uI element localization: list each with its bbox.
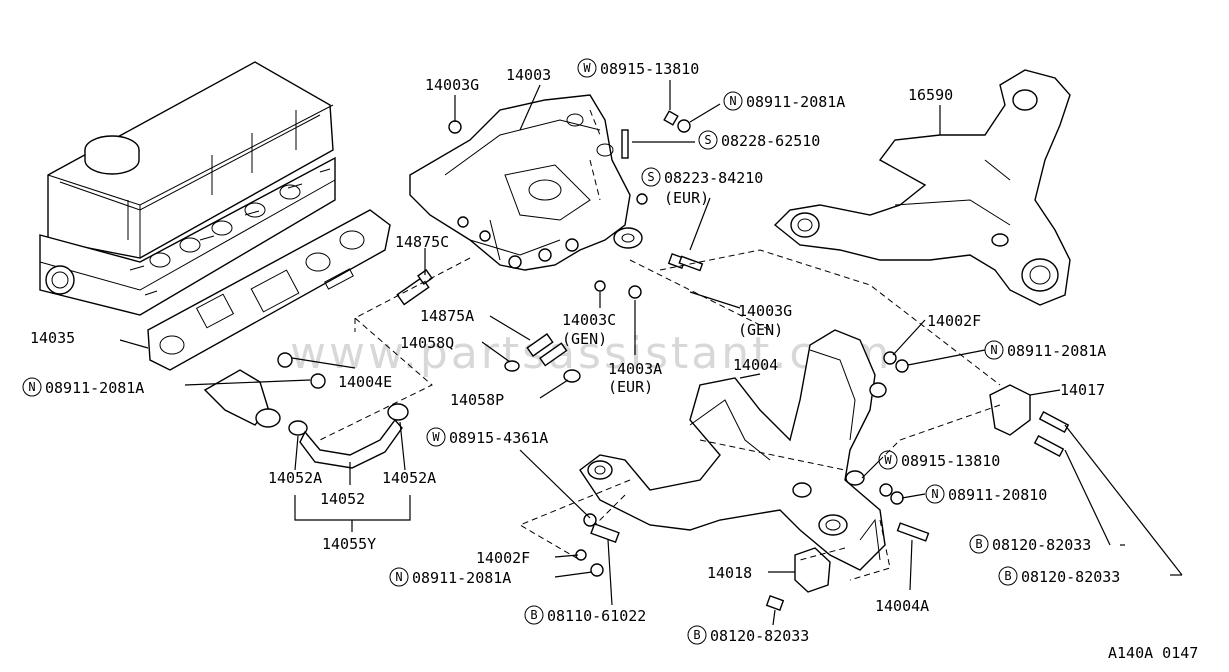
prefix-circle-n-left: N <box>22 377 42 397</box>
svg-text:S: S <box>704 133 711 147</box>
prefix-circle-w-right: W <box>878 450 898 470</box>
label-14003a[interactable]: 14003A <box>608 360 662 378</box>
prefix-circle-n-bottom: N <box>389 567 409 587</box>
label-gen-1: (GEN) <box>738 321 783 339</box>
label-08911-20810[interactable]: 08911-20810 <box>948 486 1047 504</box>
svg-text:W: W <box>884 453 892 467</box>
svg-text:N: N <box>729 94 736 108</box>
svg-text:N: N <box>990 343 997 357</box>
prefix-circle-b-r2: B <box>998 566 1018 586</box>
figure-code: A140A 0147 <box>1108 644 1198 662</box>
intake-manifold-drawing <box>409 94 648 271</box>
watermark-text: www.partsassistant.com <box>290 328 892 379</box>
label-14055y[interactable]: 14055Y <box>322 535 376 553</box>
prefix-circle-n-right-2: N <box>925 484 945 504</box>
heat-shield-drawing <box>773 69 1071 306</box>
label-14003g-top[interactable]: 14003G <box>425 76 479 94</box>
svg-text:B: B <box>1004 569 1011 583</box>
label-14002f-right[interactable]: 14002F <box>927 312 981 330</box>
bracket-drawing <box>989 384 1070 458</box>
label-08915-13810-right[interactable]: 08915-13810 <box>901 452 1000 470</box>
label-14002f-bottom[interactable]: 14002F <box>476 549 530 567</box>
label-14035[interactable]: 14035 <box>30 329 75 347</box>
label-08911-2081a-right[interactable]: 08911-2081A <box>1007 342 1106 360</box>
svg-text:S: S <box>647 170 654 184</box>
label-08915-4361a[interactable]: 08915-4361A <box>449 429 548 447</box>
svg-text:N: N <box>931 487 938 501</box>
svg-text:W: W <box>432 430 440 444</box>
label-08911-2081a-left[interactable]: 08911-2081A <box>45 379 144 397</box>
label-14003c[interactable]: 14003C <box>562 311 616 329</box>
stud-parts <box>575 351 930 611</box>
intake-fasteners <box>594 110 704 299</box>
label-16590[interactable]: 16590 <box>908 86 953 104</box>
label-08110-61022[interactable]: 08110-61022 <box>547 607 646 625</box>
label-14018[interactable]: 14018 <box>707 564 752 582</box>
label-14003g-mid[interactable]: 14003G <box>738 302 792 320</box>
label-14004[interactable]: 14004 <box>733 356 778 374</box>
prefix-circle-b-bottom: B <box>687 625 707 645</box>
prefix-circle-n-right: N <box>984 340 1004 360</box>
label-14004e[interactable]: 14004E <box>338 373 392 391</box>
prefix-circle-w-mid: W <box>426 427 446 447</box>
label-08223-84210[interactable]: 08223-84210 <box>664 169 763 187</box>
prefix-circle-s-2: S <box>641 167 661 187</box>
svg-text:B: B <box>975 537 982 551</box>
cylinder-head-drawing <box>39 61 336 316</box>
label-eur-1: (EUR) <box>664 189 709 207</box>
prefix-circle-n-top: N <box>723 91 743 111</box>
svg-text:W: W <box>583 61 591 75</box>
label-14052a-right[interactable]: 14052A <box>382 469 436 487</box>
svg-text:B: B <box>530 608 537 622</box>
prefix-circle-w-top: W <box>577 58 597 78</box>
prefix-circle-b-r1: B <box>969 534 989 554</box>
svg-text:N: N <box>395 570 402 584</box>
label-08120-82033-r1[interactable]: 08120-82033 <box>992 536 1091 554</box>
exhaust-manifold-drawing <box>579 329 887 571</box>
svg-text:B: B <box>693 628 700 642</box>
label-14017[interactable]: 14017 <box>1060 381 1105 399</box>
prefix-circle-s-1: S <box>698 130 718 150</box>
label-gen-2: (GEN) <box>562 330 607 348</box>
label-08911-2081a-bottom[interactable]: 08911-2081A <box>412 569 511 587</box>
label-08120-82033-r2[interactable]: 08120-82033 <box>1021 568 1120 586</box>
svg-text:N: N <box>28 380 35 394</box>
label-08228-62510[interactable]: 08228-62510 <box>721 132 820 150</box>
label-08915-13810-top[interactable]: 08915-13810 <box>600 60 699 78</box>
manifold-gasket-drawing <box>147 209 391 371</box>
label-14058p[interactable]: 14058P <box>450 391 504 409</box>
label-14875c[interactable]: 14875C <box>395 233 449 251</box>
label-14003[interactable]: 14003 <box>506 66 551 84</box>
label-14052[interactable]: 14052 <box>320 490 365 508</box>
label-eur-2: (EUR) <box>608 378 653 396</box>
label-14052a-left[interactable]: 14052A <box>268 469 322 487</box>
label-14058q[interactable]: 14058Q <box>400 334 454 352</box>
label-14875a[interactable]: 14875A <box>420 307 474 325</box>
sensor-fittings <box>396 269 581 383</box>
dashed-alignment-lines <box>319 109 1001 581</box>
leader-lines <box>119 80 1183 626</box>
label-08120-82033-bottom[interactable]: 08120-82033 <box>710 627 809 645</box>
prefix-circle-b-bottom-left: B <box>524 605 544 625</box>
label-08911-2081a-top[interactable]: 08911-2081A <box>746 93 845 111</box>
label-14004a[interactable]: 14004A <box>875 597 929 615</box>
